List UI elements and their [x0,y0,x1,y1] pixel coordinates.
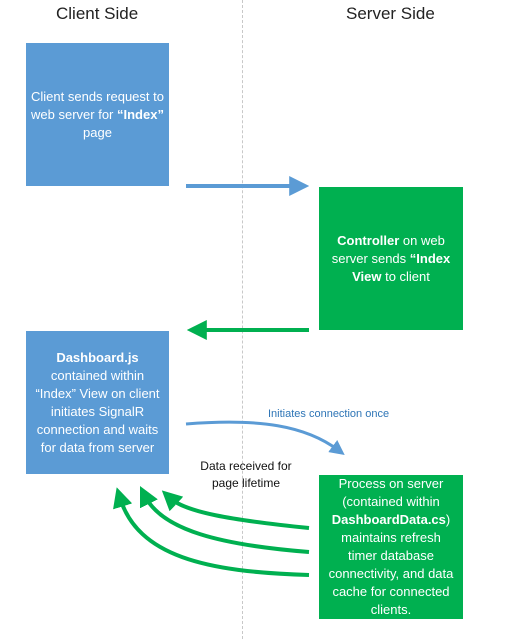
process-server-line2: (contained within [342,494,440,509]
data-stream-arrow-1 [161,490,310,530]
server-side-heading: Server Side [346,4,435,23]
client-side-heading: Client Side [56,4,139,23]
process-server-line7: cache for connected [332,584,450,599]
controller-bold: Controller [337,232,400,248]
process-server-line1: Process on server [338,476,444,491]
client-request-line2: web server for [31,106,117,122]
dashboard-js-line5: connection and waits [36,421,159,437]
process-server-line4: maintains refresh [341,530,441,545]
client-request-line3: page [83,124,112,140]
dashboard-js-box: Dashboard.js contained within “Index” Vi… [26,331,169,474]
dashboard-js-line3: “Index” View on client [35,385,160,401]
controller-line1: on web [399,232,445,248]
controller-text: Controller on web server sends “Index Vi… [332,232,451,286]
controller-line3: to client [381,268,430,284]
process-server-line6: connectivity, and data [328,566,454,581]
process-server-box: Process on server (contained within Dash… [319,475,463,619]
dashboard-js-text: Dashboard.js contained within “Index” Vi… [35,349,159,457]
process-server-line5: timer database [347,548,434,563]
dashboard-js-bold: Dashboard.js [56,349,139,365]
controller-view-bold: View [352,268,382,284]
data-received-line1: Data received for [200,459,292,473]
client-request-index-bold: “Index” [117,106,164,122]
data-received-label: Data received for page lifetime [190,458,302,492]
controller-box: Controller on web server sends “Index Vi… [319,187,463,330]
process-server-line8: clients. [370,602,412,617]
initiates-connection-arrow [185,420,345,456]
data-stream-arrow-3 [113,487,310,577]
client-request-text: Client sends request to web server for “… [31,88,164,142]
initiates-connection-label: Initiates connection once [268,408,390,420]
process-server-text: Process on server (contained within Dash… [329,475,454,619]
data-stream-arrow-2 [139,485,310,554]
client-request-line1: Client sends request to [31,88,164,104]
dashboarddata-cs-bold: DashboardData.cs [331,512,446,527]
dashboard-js-line6: for data from server [40,439,155,455]
data-received-line2: page lifetime [211,476,281,490]
dashboard-js-line2: contained within [50,367,145,383]
controller-index-bold: “Index [409,250,451,266]
process-server-paren: ) [445,512,451,527]
dashboard-js-line4: initiates SignalR [50,403,145,419]
controller-line2: server sends [331,250,410,266]
client-request-box: Client sends request to web server for “… [26,43,169,186]
side-divider [242,0,243,639]
